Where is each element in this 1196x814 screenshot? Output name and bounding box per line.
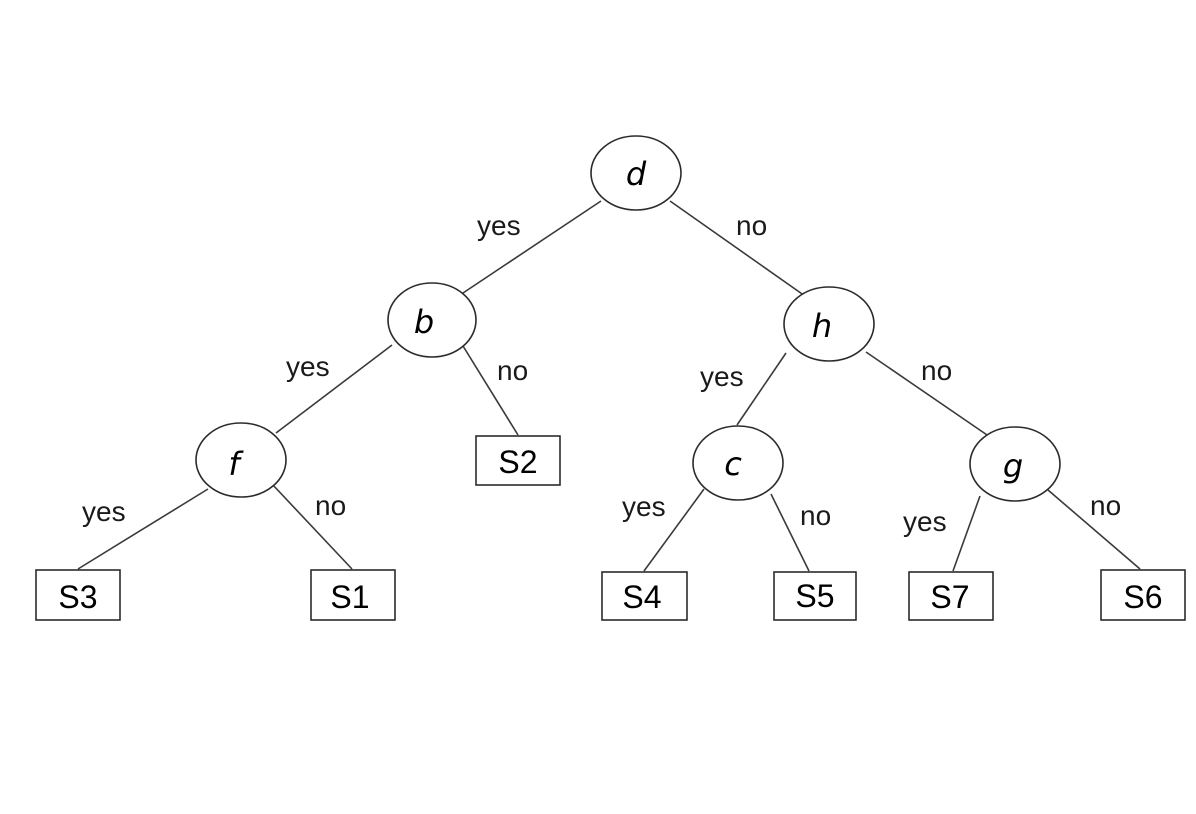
edge-label-b-S2: no xyxy=(497,355,528,386)
edge-label-h-c: yes xyxy=(700,361,744,392)
edge-c-S4 xyxy=(643,488,705,572)
leaf-S1-label: S1 xyxy=(330,579,369,615)
edge-label-f-S3: yes xyxy=(82,496,126,527)
leaf-S7-label: S7 xyxy=(930,579,969,615)
edge-b-f xyxy=(275,344,393,434)
edge-label-d-h: no xyxy=(736,210,767,241)
edge-labels: yes no yes no yes no yes no yes no yes n… xyxy=(82,210,1121,537)
edge-f-S3 xyxy=(77,488,209,570)
node-d-label: d xyxy=(626,155,647,193)
node-g: g xyxy=(969,426,1061,502)
node-c-ellipse xyxy=(692,425,784,501)
leaf-S5-box xyxy=(773,571,857,621)
leaf-S4-box xyxy=(601,571,688,621)
edge-label-f-S1: no xyxy=(315,490,346,521)
leaf-S4: S4 xyxy=(601,571,688,621)
leaf-S6-label: S6 xyxy=(1123,579,1162,615)
leaf-S2: S2 xyxy=(475,435,561,486)
edge-label-h-g: no xyxy=(921,355,952,386)
leaf-S6-box xyxy=(1100,569,1186,621)
edge-label-g-S6: no xyxy=(1090,490,1121,521)
node-h-ellipse xyxy=(783,286,875,362)
leaf-S7-box xyxy=(908,571,994,621)
leaf-S1: S1 xyxy=(310,569,396,621)
node-f-ellipse xyxy=(195,422,287,498)
leaf-S5-label: S5 xyxy=(795,578,834,614)
node-h: h xyxy=(783,286,875,362)
edge-label-b-f: yes xyxy=(286,351,330,382)
edges xyxy=(77,200,1141,572)
edge-b-S2 xyxy=(462,345,519,436)
edge-label-d-b: yes xyxy=(477,210,521,241)
node-d-ellipse xyxy=(590,135,682,211)
leaf-S5: S5 xyxy=(773,571,857,621)
node-g-label: g xyxy=(1003,447,1023,485)
edge-h-c xyxy=(736,352,787,426)
node-b-label: b xyxy=(414,303,434,341)
node-c-label: c xyxy=(724,445,742,483)
edge-d-b xyxy=(462,200,602,294)
edge-f-S1 xyxy=(271,483,353,570)
edge-label-c-S4: yes xyxy=(622,491,666,522)
node-b-ellipse xyxy=(387,282,477,358)
edge-d-h xyxy=(669,200,806,297)
leaf-S1-box xyxy=(310,569,396,621)
edge-label-c-S5: no xyxy=(800,500,831,531)
node-c: c xyxy=(692,425,784,501)
edge-c-S5 xyxy=(770,493,810,572)
edge-label-g-S7: yes xyxy=(903,506,947,537)
edge-g-S6 xyxy=(1047,489,1141,570)
leaf-S4-label: S4 xyxy=(622,579,661,615)
leaf-S6: S6 xyxy=(1100,569,1186,621)
node-f: f xyxy=(195,422,287,498)
edge-g-S7 xyxy=(952,495,981,572)
leaf-S3: S3 xyxy=(35,569,121,621)
leaf-S3-label: S3 xyxy=(58,579,97,615)
leaf-S3-box xyxy=(35,569,121,621)
edge-h-g xyxy=(865,351,991,438)
leaf-S2-box xyxy=(475,435,561,486)
node-d: d xyxy=(590,135,682,211)
node-h-label: h xyxy=(812,307,832,345)
node-b: b xyxy=(387,282,477,358)
leaf-S2-label: S2 xyxy=(498,444,537,480)
node-g-ellipse xyxy=(969,426,1061,502)
leaf-S7: S7 xyxy=(908,571,994,621)
